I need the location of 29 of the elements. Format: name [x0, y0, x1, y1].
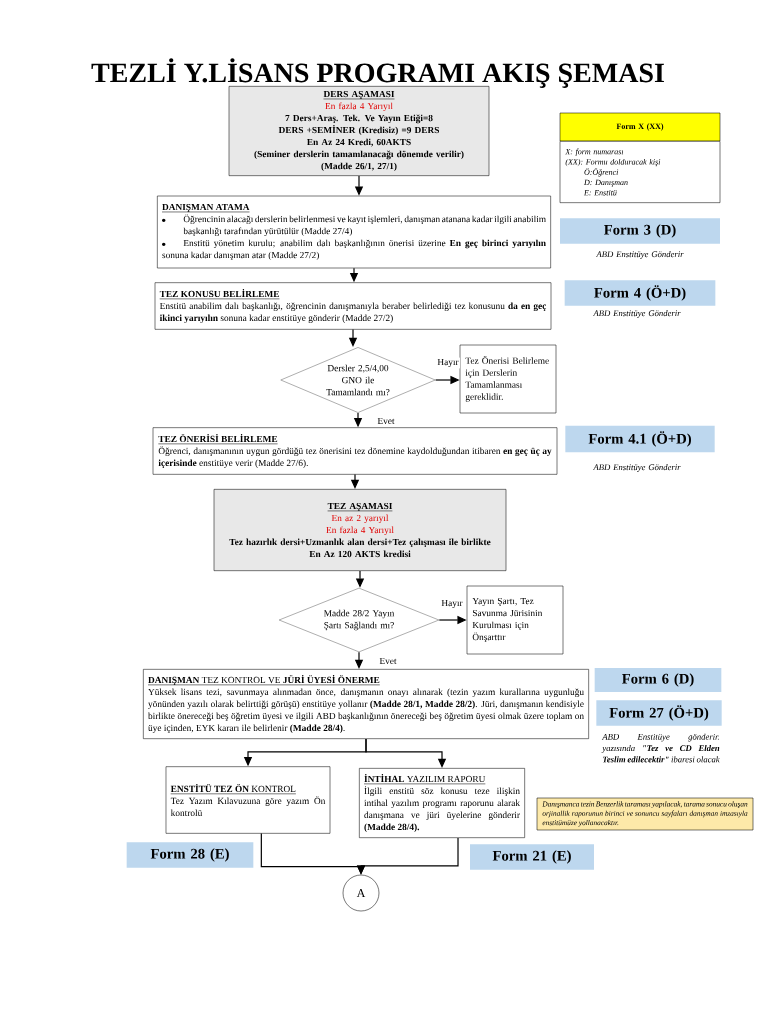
form-note: ABD Enstitüye gönderir. yazısında "Tez ve CD Elden Teslim edilecektir" ibaresi olacak	[601, 733, 720, 763]
process-box: TEZ ÖNERİSİ BELİRLEME Öğrenci, danışmanının uygun gördüğü tez önerisini tez dönemine kaydolduğundan itibaren en geç üç ay içerisinde enstitüye verir (Madde 27/6).	[152, 427, 558, 475]
note-box: Tez Önerisi Belirleme için Derslerin Tamamlanması gereklidir.	[459, 344, 557, 414]
form-label: Form 4.1 (Ö+D)	[565, 425, 715, 453]
legend-box: X: form numarası (XX): Formu dolduracak kişi Ö:Öğrenci D: Danışman E: Enstitü	[559, 141, 721, 203]
form-note: ABD Enstitüye Gönderir	[592, 464, 681, 472]
edge-label: Evet	[378, 656, 398, 666]
form-label: Form 6 (D)	[594, 668, 722, 692]
form-label: Form 27 (Ö+D)	[596, 700, 722, 726]
stage-box: DERS AŞAMASI En fazla 4 Yarıyıl 7 Ders+Araş. Tek. Ve Yayın Etiği=8 DERS +SEMİNER (Kredisiz) =9 DERS En Az 24 Kredi, 60AKTS (Seminer derslerin tamamlanacağı dönemde verilir) (Madde 26/1, 27/1)	[228, 86, 490, 176]
form-label: Form 21 (E)	[470, 844, 594, 870]
process-box: ENSTİTÜ TEZ ÖN KONTROL Tez Yazım Kılavuzuna göre yazım Ön kontrolü	[165, 766, 331, 834]
arrow	[365, 738, 447, 768]
form-label: Form 28 (E)	[126, 842, 254, 868]
form-note: ABD Enstitüye Gönderir	[592, 310, 681, 318]
legend-header: Form X (XX)	[559, 112, 721, 142]
process-box: TEZ KONUSU BELİRLEME Enstitü anabilim dalı başkanlığı, öğrencinin danışmanıyla beraber belirlediği tez konusunu da en geç ikinci yarıyılın sonuna kadar enstitüye gönderir (Madde 27/2)	[154, 282, 552, 330]
process-box: DANIŞMAN ATAMA Öğrencinin alacağı derslerin belirlenmesi ve kayıt işlemleri, danışman atanana kadar ilgili anabilim başkanlığı tarafından yürütülür (Madde 27/4) Enstitü yönetim kurulu; anabilim dalı başkanlığının önerisi üzerine En geç birinci yarıyılın sonuna kadar danışman atar (Madde 27/2)	[157, 195, 551, 269]
form-label: Form 3 (D)	[560, 218, 720, 244]
title: TEZLİ Y.LİSANS PROGRAMI AKIŞ ŞEMASI	[91, 58, 664, 88]
process-box: İNTİHAL YAZILIM RAPORU İlgili enstitü söz konusu teze ilişkin intihal yazılım programı raporunu alarak danışmana ve jüri üyelerine gönderir (Madde 28/4).	[359, 768, 525, 838]
form-note: ABD Enstitüye Gönderir	[595, 251, 684, 259]
stage-box: TEZ AŞAMASI En az 2 yarıyıl En fazla 4 Yarıyıl Tez hazırlık dersi+Uzmanlık alan dersi+Tez çalışması ile birlikte En Az 120 AKTS kredisi	[213, 489, 507, 571]
note-box: Yayın Şartı, Tez Savunma Jürisinin Kurulması için Önşarttır	[466, 585, 564, 655]
edge-label: Evet	[376, 416, 396, 426]
form-label: Form 4 (Ö+D)	[564, 280, 716, 306]
process-box: DANIŞMAN TEZ KONTROL VE JÜRİ ÜYESİ ÖNERME Yüksek lisans tezi, savunmaya alınmadan önce, danışmanın onayı alınarak (tezin yazım kurallarına uygunluğu yönünden yazılı olarak belirttiği görüşü) enstitüye yollanır (Madde 28/1, Madde 28/2). Jüri, danışmanın kendisiyle birlikte önereceği beş öğretim üyesi ve ilgili ABD başkanlığının önereceği beş öğretim üyesi olmak üzere toplam on üye içinden, EYK kararı ile belirlenir (Madde 28/4).	[143, 669, 589, 739]
edge-label: Hayır	[440, 598, 464, 610]
edge-label: Hayır	[436, 357, 460, 369]
